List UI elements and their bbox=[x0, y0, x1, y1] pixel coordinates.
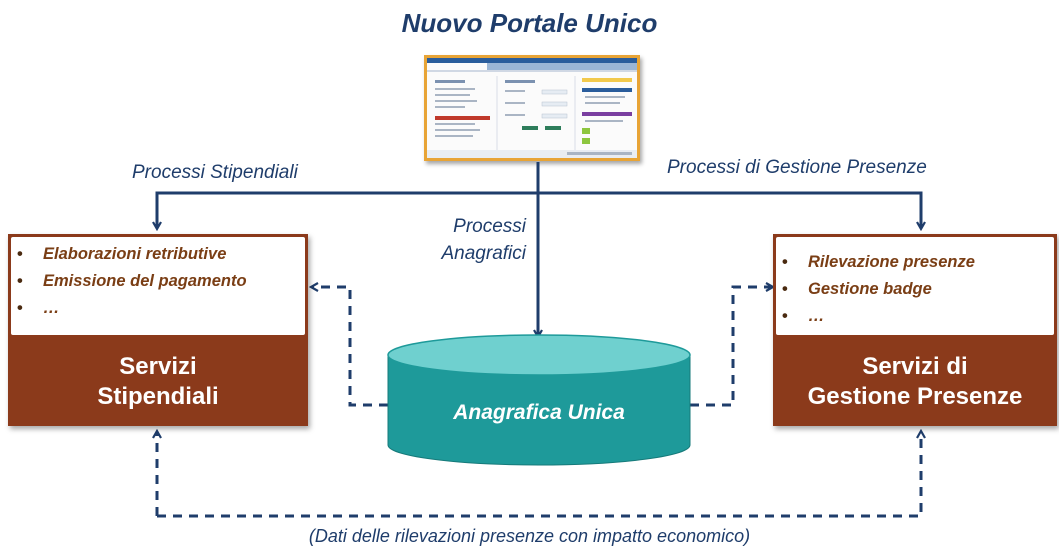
database-label: Anagrafica Unica bbox=[453, 401, 625, 424]
label-processi-gestione-presenze: Processi di Gestione Presenze bbox=[667, 157, 927, 178]
diagram-title: Nuovo Portale Unico bbox=[401, 8, 658, 38]
dashed-arrow-db-to-presenze bbox=[690, 287, 772, 407]
label-processi-stipendiali: Processi Stipendiali bbox=[132, 162, 298, 183]
arrow-processi-stipendiali bbox=[157, 191, 538, 228]
label-processi-anagrafici-line2: Anagrafici bbox=[441, 243, 527, 264]
dashed-arrow-up-presenze bbox=[157, 432, 921, 518]
label-processi-anagrafici-line1: Processi bbox=[453, 216, 526, 237]
arrow-processi-gestione-presenze bbox=[538, 191, 921, 228]
list-item: •… bbox=[782, 307, 825, 325]
list-item: •Gestione badge bbox=[782, 280, 932, 298]
bottom-note: (Dati delle rilevazioni presenze con imp… bbox=[308, 526, 751, 546]
servizi-stipendiali-box: •Elaborazioni retributive •Emissione del… bbox=[8, 234, 308, 426]
portal-screenshot-thumbnail bbox=[424, 55, 640, 161]
servizi-gestione-presenze-title: Servizi di Gestione Presenze bbox=[807, 353, 1023, 410]
list-item: •Rilevazione presenze bbox=[782, 253, 975, 271]
database-cylinder-icon bbox=[387, 334, 691, 466]
servizi-stipendiali-title: Servizi Stipendiali bbox=[97, 353, 219, 410]
servizi-stipendiali-list: •Elaborazioni retributive •Emissione del… bbox=[11, 237, 305, 335]
servizi-gestione-presenze-list: •Rilevazione presenze •Gestione badge •… bbox=[776, 237, 1054, 335]
list-item: •… bbox=[17, 299, 60, 317]
list-item: •Emissione del pagamento bbox=[17, 272, 247, 290]
dashed-arrow-db-to-stipendiali bbox=[312, 287, 388, 407]
servizi-gestione-presenze-box: •Rilevazione presenze •Gestione badge •…… bbox=[773, 234, 1057, 426]
list-item: •Elaborazioni retributive bbox=[17, 245, 227, 263]
